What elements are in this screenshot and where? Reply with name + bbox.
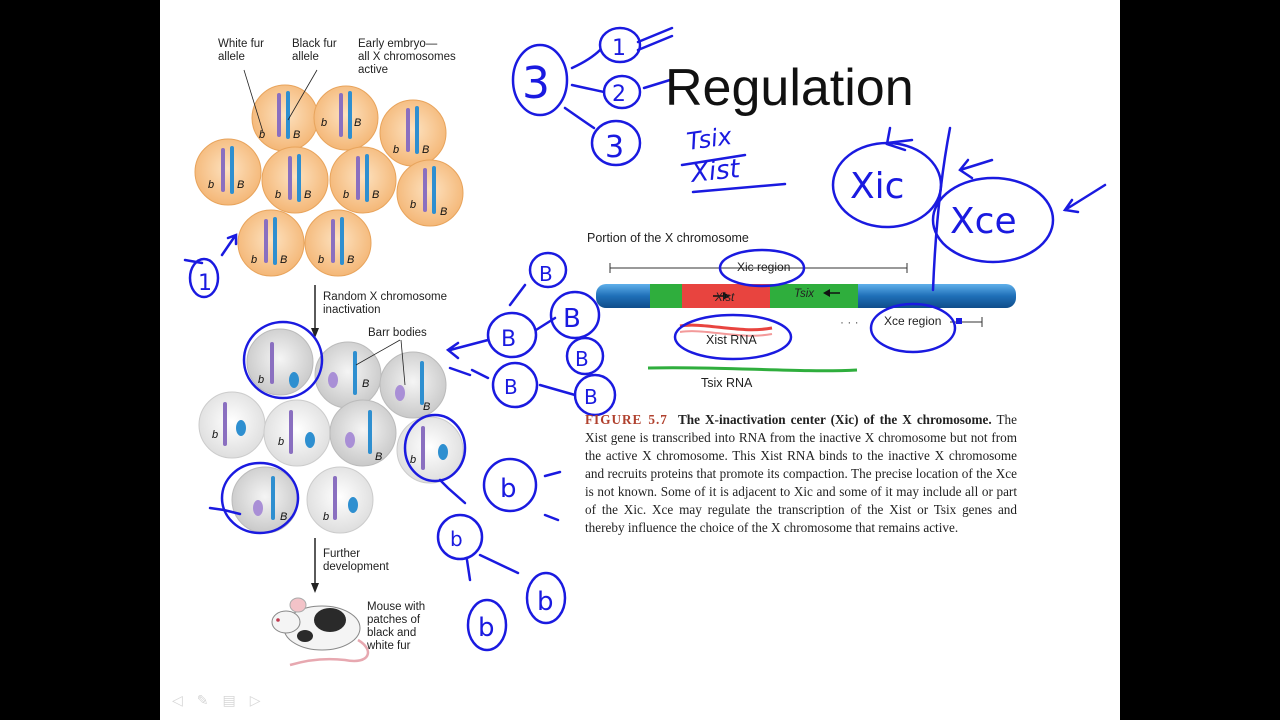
hw-xce: Xce — [950, 201, 1017, 242]
handwritten-text: 3 1 2 3 Tsix Xist Xic Xce 1 B B B B B B … — [198, 36, 1017, 643]
label-xist-rna: Xist RNA — [706, 333, 757, 347]
hw-xist: Xist — [688, 154, 742, 189]
svg-text:B: B — [584, 385, 598, 409]
slide-toolbar: ◁ ✎ ▤ ▷ — [172, 692, 261, 709]
handwritten-annotations — [183, 26, 1107, 652]
hw-two: 2 — [612, 82, 626, 107]
slide-title: Regulation — [665, 59, 914, 117]
orange-cell — [329, 146, 397, 214]
menu-icon[interactable]: ▤ — [222, 692, 236, 708]
label-tsix-gene: Tsix — [794, 288, 815, 300]
label-white-fur-allele: White fur allele — [218, 38, 265, 63]
svg-text:B: B — [237, 179, 244, 191]
svg-text:b: b — [251, 254, 257, 266]
label-barr-bodies: Barr bodies — [368, 327, 427, 339]
figure-title: The X-inactivation center (Xic) of the X… — [677, 412, 992, 427]
svg-text:B: B — [280, 511, 287, 523]
orange-cell — [396, 159, 464, 227]
svg-text:b: b — [318, 254, 324, 266]
orange-cell — [379, 99, 447, 167]
hw-three-big: 3 — [522, 58, 550, 109]
svg-text:B: B — [372, 189, 379, 201]
mouse-illustration — [271, 597, 370, 667]
svg-text:b: b — [537, 587, 554, 617]
label-early-embryo: Early embryo— all X chromosomes active — [358, 38, 456, 76]
svg-text:b: b — [212, 429, 218, 441]
svg-text:B: B — [280, 254, 287, 266]
pen-icon[interactable]: ✎ — [196, 692, 209, 708]
svg-text:b: b — [410, 199, 416, 211]
svg-text:B: B — [422, 144, 429, 156]
svg-text:b: b — [258, 374, 264, 386]
orange-cell — [194, 138, 262, 206]
figure-number: FIGURE 5.7 — [585, 412, 668, 427]
hw-one: 1 — [612, 36, 626, 61]
svg-text:b: b — [450, 527, 463, 551]
orange-cell — [313, 85, 379, 151]
orange-cell — [237, 209, 305, 277]
svg-text:b: b — [259, 129, 265, 141]
svg-text:B: B — [539, 262, 553, 286]
svg-text:B: B — [375, 451, 382, 463]
orange-cell — [251, 84, 319, 152]
x-chromosome-diagram: · · · — [596, 263, 1016, 373]
pointer-line — [243, 69, 264, 133]
svg-text:b: b — [410, 454, 416, 466]
prev-arrow-icon[interactable]: ◁ — [172, 692, 183, 708]
label-black-fur-allele: Black fur allele — [292, 38, 337, 63]
svg-text:· · ·: · · · — [840, 315, 859, 329]
svg-text:B: B — [504, 375, 518, 399]
figure-caption: FIGURE 5.7 The X-inactivation center (Xi… — [585, 411, 1017, 537]
hw-xic: Xic — [850, 166, 904, 207]
svg-text:b: b — [393, 144, 399, 156]
figure-body: The Xist gene is transcribed into RNA fr… — [585, 412, 1018, 535]
svg-text:b: b — [343, 189, 349, 201]
svg-text:B: B — [575, 347, 589, 371]
label-xce-region: Xce region — [884, 314, 942, 328]
orange-cell — [261, 146, 329, 214]
hw-tsix: Tsix — [685, 122, 734, 156]
svg-text:B: B — [347, 254, 354, 266]
label-mouse: Mouse with patches of black and white fu… — [367, 601, 426, 652]
svg-text:B: B — [354, 117, 361, 129]
next-arrow-icon[interactable]: ▷ — [249, 692, 261, 708]
svg-text:B: B — [440, 206, 447, 218]
svg-text:B: B — [304, 189, 311, 201]
hw-one-small: 1 — [198, 271, 212, 296]
svg-text:b: b — [478, 613, 495, 643]
label-tsix-rna: Tsix RNA — [701, 376, 753, 390]
label-portion-x: Portion of the X chromosome — [587, 231, 749, 245]
svg-text:b: b — [278, 436, 284, 448]
svg-text:b: b — [500, 474, 517, 504]
svg-text:B: B — [362, 378, 369, 390]
svg-text:b: b — [208, 179, 214, 191]
svg-text:b: b — [275, 189, 281, 201]
svg-text:B: B — [563, 304, 581, 334]
svg-text:B: B — [423, 401, 430, 413]
label-further-development: Further development — [323, 548, 389, 573]
label-xic-region: Xic region — [737, 260, 791, 274]
hw-three: 3 — [605, 130, 624, 165]
svg-text:b: b — [321, 117, 327, 129]
svg-text:B: B — [293, 129, 300, 141]
svg-text:b: b — [323, 511, 329, 523]
orange-cell — [304, 209, 372, 277]
pointer-line — [287, 69, 318, 121]
svg-text:B: B — [501, 327, 516, 352]
label-random-inactivation: Random X chromosome inactivation — [323, 291, 447, 316]
label-xist-gene: Xist — [715, 292, 735, 304]
